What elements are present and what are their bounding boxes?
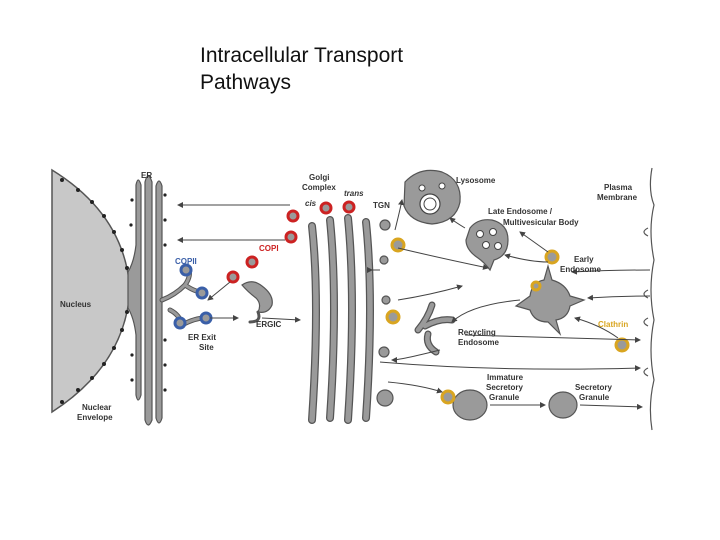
er-exit-site-label-2: Site [199,343,214,352]
golgi-complex [308,214,374,424]
ergic-label: ERGIC [256,320,282,329]
nuclear-envelope-label-1: Nuclear [82,403,111,412]
er-exit-site-label-1: ER Exit [188,333,216,342]
title-line-1: Intracellular Transport [200,44,404,67]
plasma-membrane-label-1: Plasma [604,183,633,192]
tgn-buds [376,219,394,407]
recycling-endosome-fill [415,302,455,355]
immature-granule-label-2: Secretory [486,383,523,392]
recycling-endosome [414,301,456,356]
early-endosome-label-2: Endosome [560,265,601,274]
ergic [241,281,273,313]
tgn-label: TGN [373,201,390,210]
copi-vesicles [226,200,356,284]
plasma-membrane-label-2: Membrane [597,193,638,202]
immature-secretory-granule [452,389,488,421]
nucleus [51,168,131,414]
secretory-granule [548,391,578,419]
cis-label: cis [305,199,317,208]
immature-granule-label-3: Granule [489,393,520,402]
secretory-granule-label-2: Granule [579,393,610,402]
early-endosome [514,263,586,337]
golgi-complex-fill [309,215,373,423]
secretory-granule-label-1: Secretory [575,383,612,392]
late-endosome [465,219,509,272]
title-line-2: Pathways [200,71,292,94]
recycling-endosome-label-2: Endosome [458,338,499,347]
endoplasmic-reticulum [127,175,163,426]
er-ribosomes [129,193,167,392]
immature-granule-label-1: Immature [487,373,524,382]
golgi-label-2: Complex [302,183,336,192]
copii-vesicles [173,263,213,330]
plasma-membrane-pits [643,227,649,377]
copi-label: COPI [259,244,279,253]
transport-arrows [177,199,651,410]
nucleus-label: Nucleus [60,300,92,309]
clathrin-label: Clathrin [598,320,628,329]
trans-label: trans [344,189,364,198]
slide-title: Intracellular Transport Pathways [200,42,620,96]
copii-label: COPII [175,257,197,266]
ergic-tail [248,310,261,324]
early-endosome-label-1: Early [574,255,594,264]
recycling-endosome-label-1: Recycling [458,328,496,337]
er-label: ER [141,171,152,180]
lysosome-label: Lysosome [456,176,496,185]
nuclear-envelope-ribosomes [60,178,129,404]
nuclear-envelope-label-2: Envelope [77,413,113,422]
late-endosome-label-2: Multivesicular Body [503,218,579,227]
late-endosome-label-1: Late Endosome / [488,207,553,216]
plasma-membrane [649,167,655,431]
clathrin-vesicles [385,237,630,405]
golgi-label-1: Golgi [309,173,329,182]
lysosome [403,169,461,225]
